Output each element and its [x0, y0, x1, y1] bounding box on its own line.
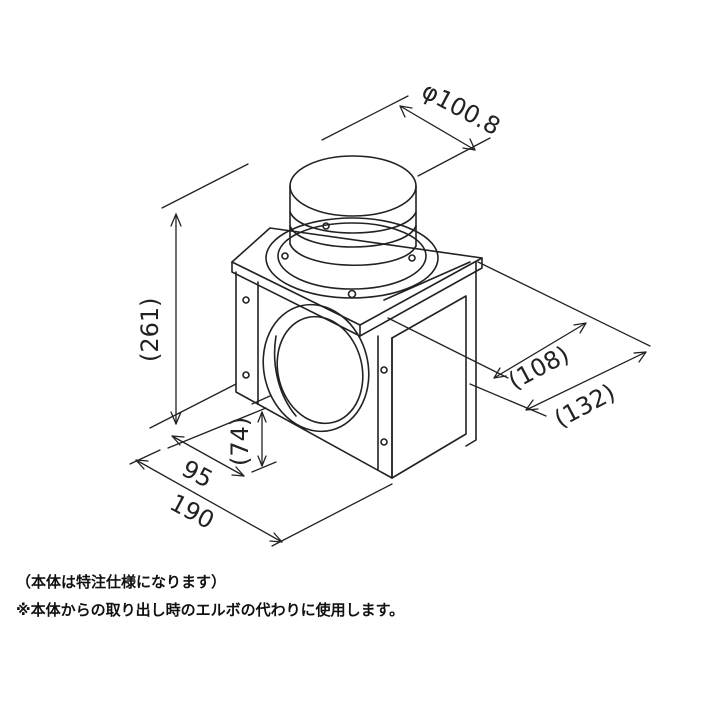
dim-height-opening-label: (74) — [226, 417, 254, 466]
dim-height-total-label: (261) — [136, 297, 164, 362]
dimension-lines — [129, 95, 651, 547]
note-usage: ※本体からの取り出し時のエルボの代わりに使用します。 — [16, 601, 405, 619]
dim-diameter-label: φ100.8 — [417, 77, 505, 141]
note-custom-spec: （本体は特注仕様になります） — [16, 573, 227, 591]
side-opening — [262, 303, 370, 433]
top-plate — [231, 227, 483, 326]
dim-depth-outer-label: (132) — [550, 378, 620, 433]
top-collar — [265, 155, 439, 299]
dim-depth-inner-label: (108) — [504, 340, 574, 395]
notes: （本体は特注仕様になります） ※本体からの取り出し時のエルボの代わりに使用します… — [16, 568, 404, 624]
box-body — [231, 227, 483, 479]
dim-width-total-label: 190 — [165, 489, 219, 535]
dim-width-offset-label: 95 — [177, 455, 217, 494]
side-face — [391, 295, 467, 479]
